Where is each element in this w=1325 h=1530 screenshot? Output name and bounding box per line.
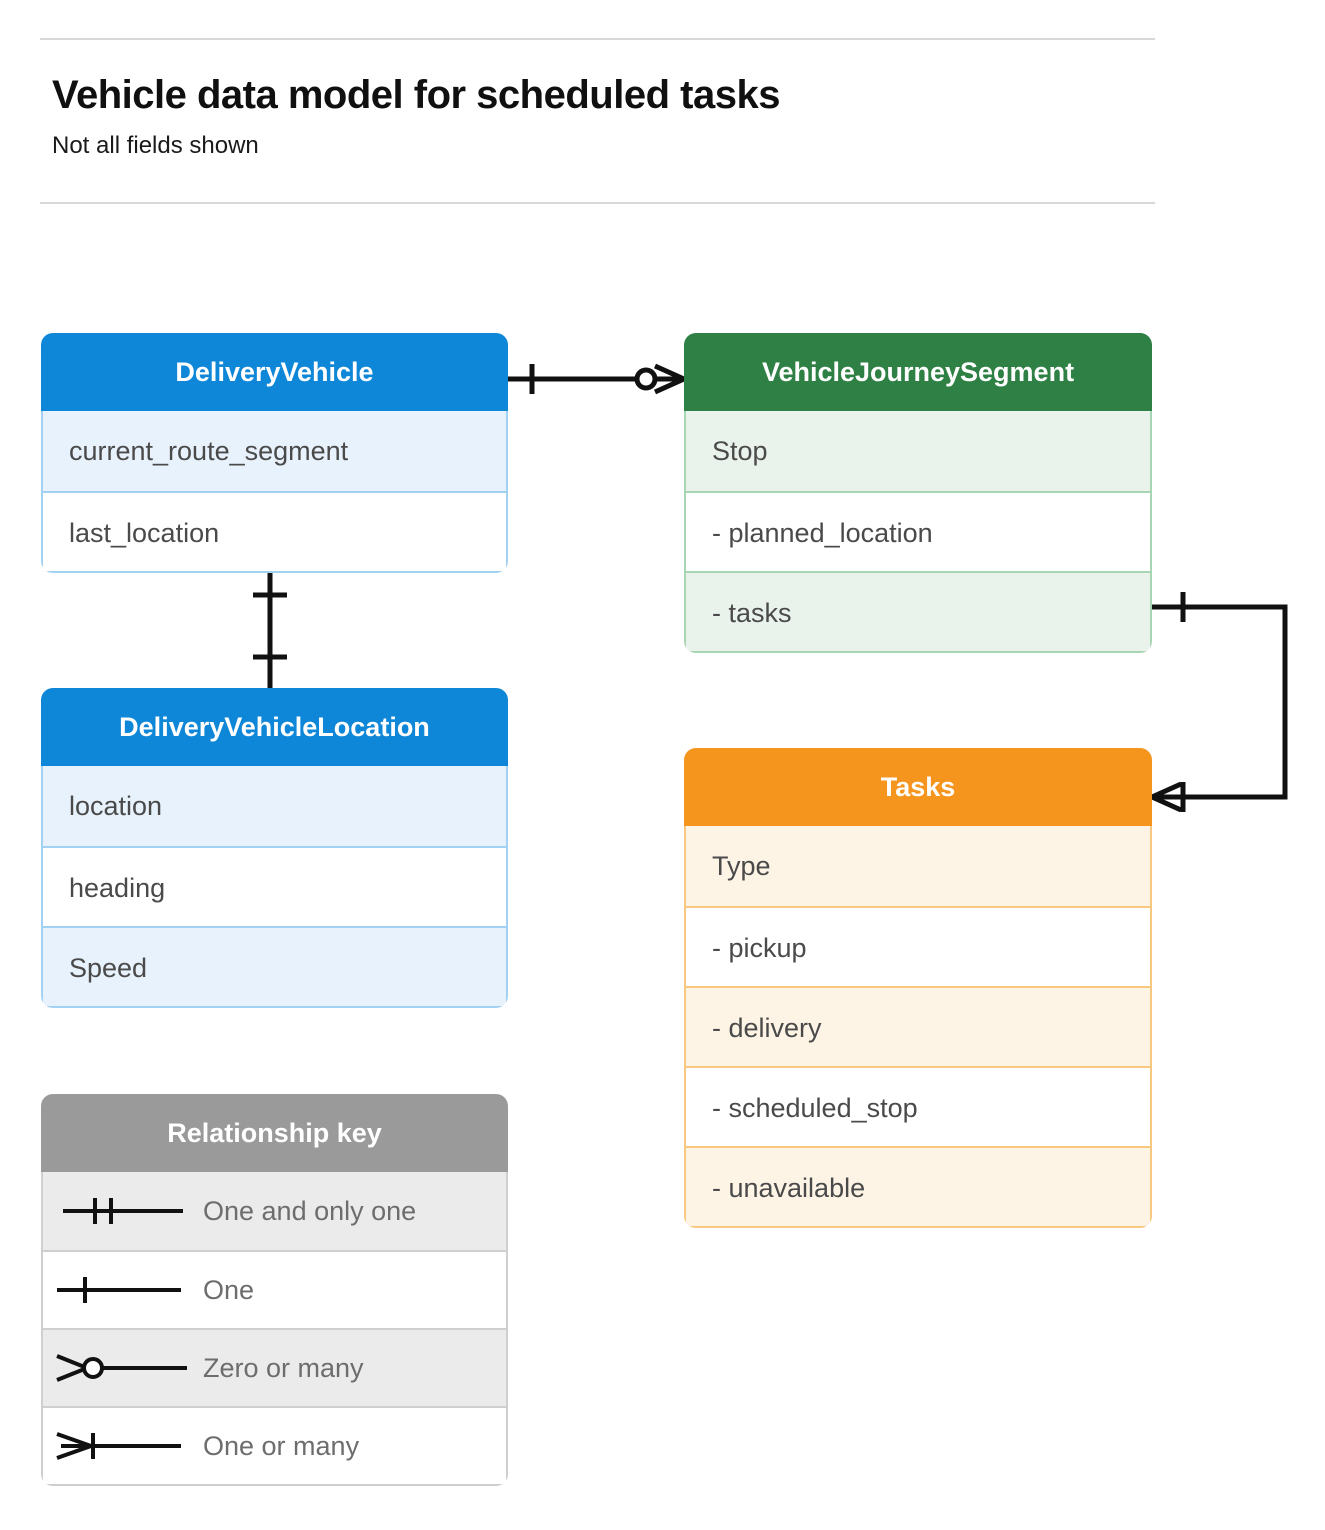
- one-and-only-one-icon: [43, 1191, 203, 1231]
- entity-delivery-vehicle-title: DeliveryVehicle: [41, 333, 508, 411]
- entity-vehicle-journey-segment-title: VehicleJourneySegment: [684, 333, 1152, 411]
- entity-delivery-vehicle-fields: current_route_segment last_location: [41, 411, 508, 573]
- entity-vehicle-journey-segment-fields: Stop - planned_location - tasks: [684, 411, 1152, 653]
- legend-item-label: One: [203, 1274, 255, 1305]
- field-row: heading: [43, 846, 506, 926]
- entity-vehicle-journey-segment[interactable]: VehicleJourneySegment Stop - planned_loc…: [684, 333, 1152, 653]
- legend-item-one-or-many: One or many: [43, 1406, 506, 1484]
- entity-delivery-vehicle-location-title: DeliveryVehicleLocation: [41, 688, 508, 766]
- field-row: - planned_location: [686, 491, 1150, 571]
- cardinality-zero-circle-vjs: [634, 367, 658, 391]
- field-row: Stop: [686, 411, 1150, 491]
- legend-item-one-and-only-one: One and only one: [43, 1172, 506, 1250]
- entity-tasks[interactable]: Tasks Type - pickup - delivery - schedul…: [684, 748, 1152, 1228]
- relationship-key-rows: One and only one One: [41, 1172, 508, 1486]
- entity-tasks-fields: Type - pickup - delivery - scheduled_sto…: [684, 826, 1152, 1228]
- field-row: - delivery: [686, 986, 1150, 1066]
- crowsfoot-upper-vjs: [653, 363, 686, 382]
- connector-vjs-tasks: [1152, 604, 1288, 800]
- field-row: Speed: [43, 926, 506, 1006]
- one-icon: [43, 1270, 203, 1310]
- crowsfoot-upper-tasks: [1150, 781, 1183, 800]
- field-row: last_location: [43, 491, 506, 571]
- legend-item-zero-or-many: Zero or many: [43, 1328, 506, 1406]
- page-subtitle: Not all fields shown: [52, 132, 259, 159]
- entity-delivery-vehicle-location-fields: location heading Speed: [41, 766, 508, 1008]
- field-row: - pickup: [686, 906, 1150, 986]
- legend-item-label: Zero or many: [203, 1352, 364, 1383]
- field-row: location: [43, 766, 506, 846]
- crowsfoot-lower-tasks: [1150, 794, 1183, 813]
- one-or-many-icon: [43, 1426, 203, 1466]
- field-row: current_route_segment: [43, 411, 506, 491]
- relationship-key-legend[interactable]: Relationship key One and only one: [41, 1094, 508, 1486]
- entity-tasks-title: Tasks: [684, 748, 1152, 826]
- entity-delivery-vehicle-location[interactable]: DeliveryVehicleLocation location heading…: [41, 688, 508, 1008]
- crowsfoot-lower-vjs: [653, 376, 686, 395]
- field-row: - scheduled_stop: [686, 1066, 1150, 1146]
- page-title: Vehicle data model for scheduled tasks: [52, 73, 780, 117]
- header-rule-top: [40, 38, 1155, 40]
- field-row: Type: [686, 826, 1150, 906]
- zero-or-many-icon: [43, 1348, 203, 1388]
- legend-item-label: One and only one: [203, 1195, 417, 1226]
- legend-item-one: One: [43, 1250, 506, 1328]
- header-rule-bottom: [40, 202, 1155, 204]
- relationship-key-title: Relationship key: [41, 1094, 508, 1172]
- field-row: - unavailable: [686, 1146, 1150, 1226]
- legend-item-label: One or many: [203, 1430, 360, 1461]
- field-row: - tasks: [686, 571, 1150, 651]
- entity-delivery-vehicle[interactable]: DeliveryVehicle current_route_segment la…: [41, 333, 508, 573]
